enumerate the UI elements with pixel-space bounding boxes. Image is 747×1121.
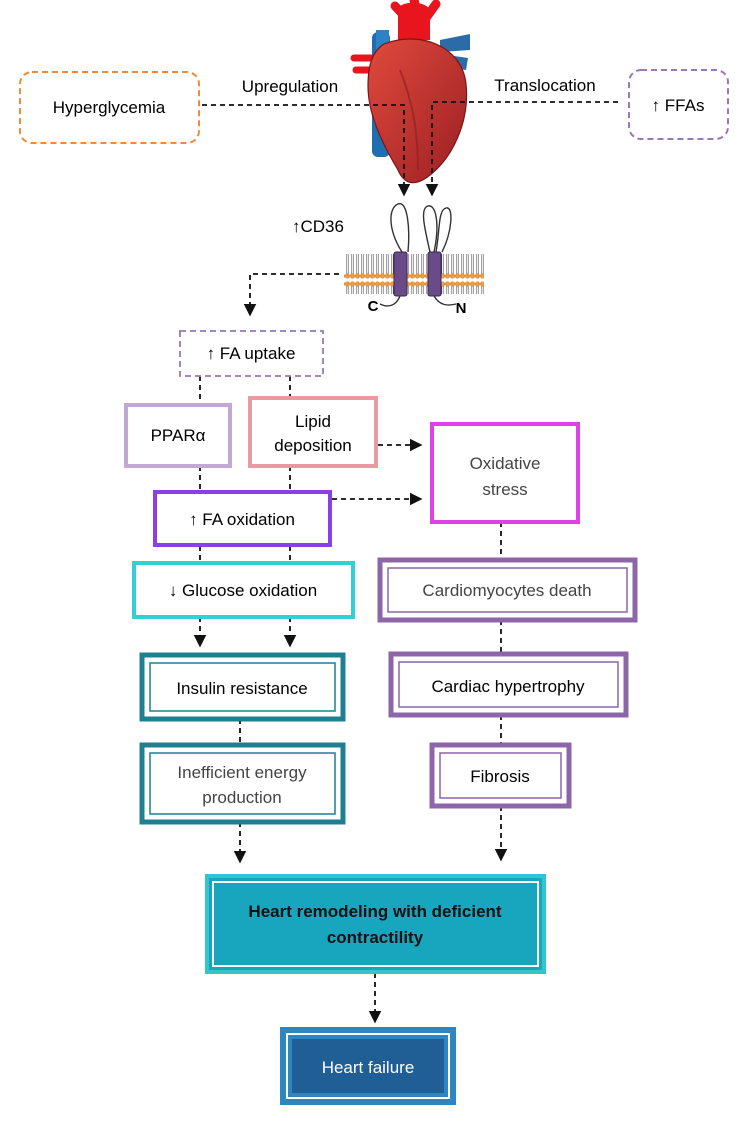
inefficient-energy-line2: production <box>202 788 281 807</box>
ffas-label: ↑ FFAs <box>652 96 705 115</box>
glucose-oxidation-label: ↓ Glucose oxidation <box>169 581 317 600</box>
fibrosis-label: Fibrosis <box>470 767 530 786</box>
heart-failure-label: Heart failure <box>322 1058 415 1077</box>
ppar-label: PPARα <box>151 426 206 445</box>
hyperglycemia-label: Hyperglycemia <box>53 98 166 117</box>
oxidative-stress-line1: Oxidative <box>470 454 541 473</box>
heart-remodeling-line2: contractility <box>327 928 424 947</box>
middle-connectors <box>193 376 508 1024</box>
fa-oxidation-label: ↑ FA oxidation <box>189 510 295 529</box>
cd36-c-terminal: C <box>368 298 379 315</box>
cardiac-hypertrophy-box: Cardiac hypertrophy <box>388 651 629 718</box>
ffas-box: ↑ FFAs <box>628 69 729 140</box>
fa-uptake-box: ↑ FA uptake <box>179 330 324 377</box>
heart-remodeling-box: Heart remodeling with deficient contract… <box>205 874 546 974</box>
cardiac-hypertrophy-label: Cardiac hypertrophy <box>431 677 585 696</box>
upregulation-label: Upregulation <box>242 77 338 96</box>
inefficient-energy-box: Inefficient energy production <box>139 742 346 825</box>
inefficient-energy-line1: Inefficient energy <box>177 763 307 782</box>
insulin-resistance-box: Insulin resistance <box>139 652 346 722</box>
hyperglycemia-box: Hyperglycemia <box>19 71 200 144</box>
lipid-deposition-line1: Lipid <box>295 412 331 431</box>
cd36-membrane-icon <box>344 203 484 307</box>
glucose-oxidation-box: ↓ Glucose oxidation <box>132 561 355 619</box>
top-connectors <box>202 101 618 317</box>
heart-remodeling-line1: Heart remodeling with deficient <box>248 902 501 921</box>
cd36-label: ↑CD36 <box>292 217 344 236</box>
cardiomyocytes-death-label: Cardiomyocytes death <box>422 581 591 600</box>
fa-oxidation-box: ↑ FA oxidation <box>153 490 332 547</box>
lipid-deposition-box: Lipid deposition <box>248 396 378 468</box>
translocation-label: Translocation <box>494 76 595 95</box>
cardiomyocytes-death-box: Cardiomyocytes death <box>377 557 638 623</box>
fibrosis-box: Fibrosis <box>429 742 572 809</box>
oxidative-stress-line2: stress <box>482 480 527 499</box>
lipid-deposition-line2: deposition <box>274 436 352 455</box>
cd36-n-terminal: N <box>456 300 467 317</box>
heart-icon <box>350 0 470 184</box>
insulin-resistance-label: Insulin resistance <box>176 679 307 698</box>
fa-uptake-label: ↑ FA uptake <box>207 344 296 363</box>
ppar-box: PPARα <box>124 403 232 468</box>
oxidative-stress-box: Oxidative stress <box>430 422 580 524</box>
heart-failure-box: Heart failure <box>280 1027 456 1105</box>
